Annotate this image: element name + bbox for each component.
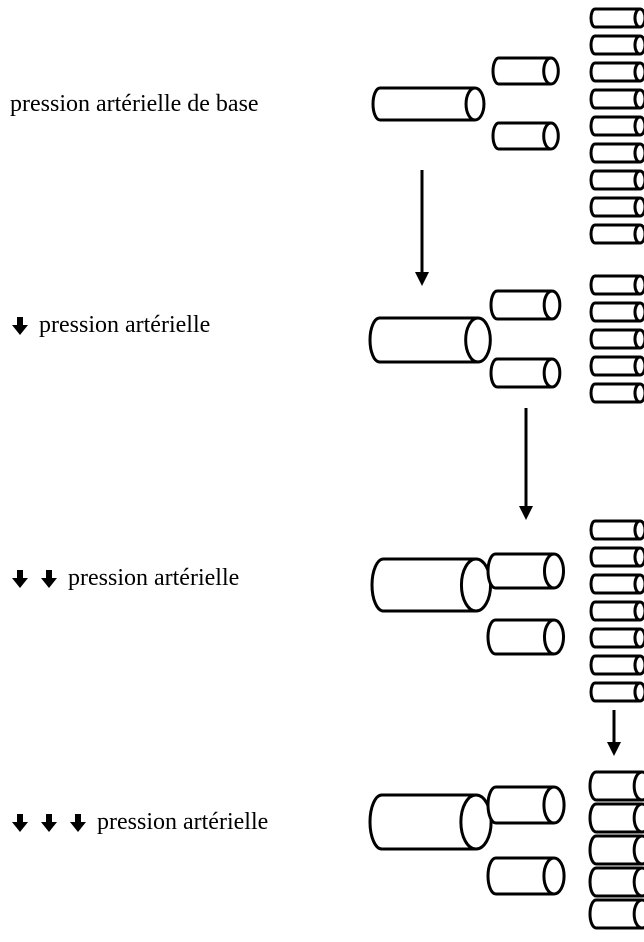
capillary-icon xyxy=(589,223,644,245)
row-label-decrease-3: pression artérielle xyxy=(10,809,268,836)
medium-vessel-icon xyxy=(486,552,566,590)
large-vessel-icon xyxy=(368,316,492,364)
row-label-text: pression artérielle de base xyxy=(10,91,259,117)
capillary-icon xyxy=(589,600,644,622)
row-label-text: pression artérielle xyxy=(68,565,240,591)
capillary-icon xyxy=(588,866,644,898)
capillary-icon xyxy=(589,627,644,649)
capillary-icon xyxy=(588,834,644,866)
large-vessel-icon xyxy=(368,793,493,851)
capillary-icon xyxy=(589,7,644,29)
medium-vessel-icon xyxy=(486,856,566,896)
down-arrow-icon xyxy=(39,569,59,589)
large-vessel-icon xyxy=(371,86,486,122)
medium-vessel-icon xyxy=(489,357,562,389)
down-arrow-icon xyxy=(10,569,30,589)
down-arrow-icon xyxy=(10,813,30,833)
capillary-icon xyxy=(588,898,644,930)
medium-vessel-icon xyxy=(486,618,566,656)
capillary-icon xyxy=(589,196,644,218)
medium-vessel-icon xyxy=(486,785,566,825)
capillary-icon xyxy=(589,301,644,323)
transition-arrow-icon xyxy=(519,408,533,520)
down-arrow-icon xyxy=(10,316,30,336)
capillary-icon xyxy=(589,546,644,568)
medium-vessel-icon xyxy=(489,289,562,321)
transition-arrow-icon xyxy=(607,710,621,756)
capillary-icon xyxy=(589,61,644,83)
capillary-icon xyxy=(588,770,644,802)
capillary-icon xyxy=(589,681,644,703)
down-arrow-icon xyxy=(39,813,59,833)
capillary-icon xyxy=(589,88,644,110)
row-label-text: pression artérielle xyxy=(97,809,269,835)
capillary-icon xyxy=(589,519,644,541)
medium-vessel-icon xyxy=(491,121,560,151)
capillary-icon xyxy=(589,355,644,377)
capillary-icon xyxy=(589,142,644,164)
capillary-icon xyxy=(589,382,644,404)
capillary-icon xyxy=(589,169,644,191)
large-vessel-icon xyxy=(370,557,493,613)
capillary-icon xyxy=(589,115,644,137)
transition-arrow-icon xyxy=(415,170,429,286)
capillary-icon xyxy=(589,654,644,676)
row-label-decrease-1: pression artérielle xyxy=(10,312,210,339)
capillary-icon xyxy=(589,34,644,56)
down-arrow-icon xyxy=(68,813,88,833)
row-label-decrease-2: pression artérielle xyxy=(10,565,239,592)
capillary-icon xyxy=(589,328,644,350)
capillary-icon xyxy=(589,573,644,595)
capillary-icon xyxy=(588,802,644,834)
row-label-text: pression artérielle xyxy=(39,312,211,338)
row-label-baseline: pression artérielle de base xyxy=(10,91,259,118)
medium-vessel-icon xyxy=(491,56,560,86)
capillary-icon xyxy=(589,274,644,296)
